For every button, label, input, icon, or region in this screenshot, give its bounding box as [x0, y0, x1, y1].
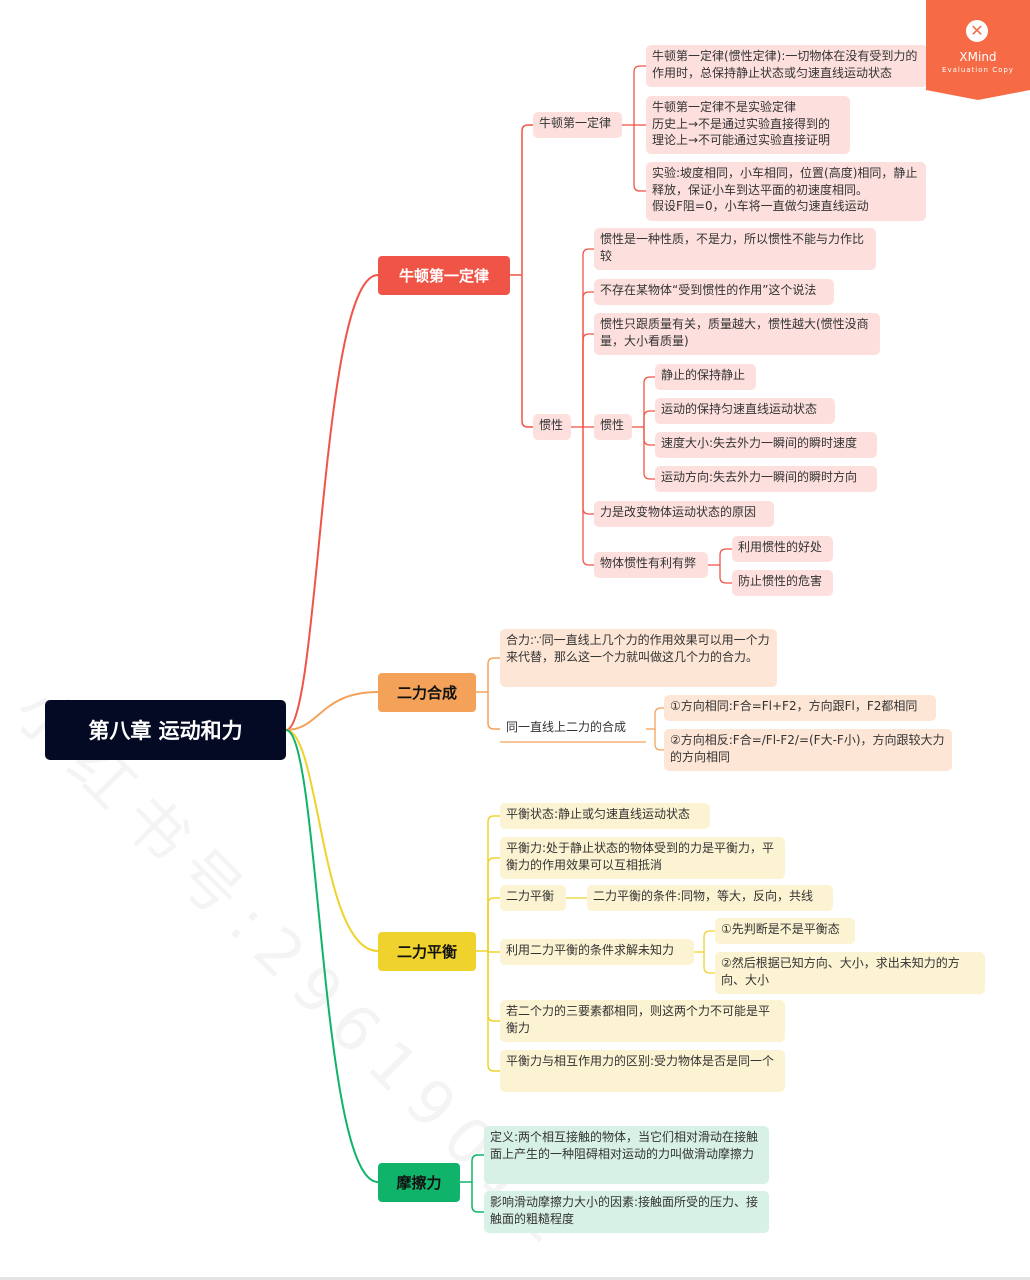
node-inertia[interactable]: 惯性 — [533, 414, 571, 440]
node-judge-balance[interactable]: ①先判断是不是平衡态 — [715, 918, 855, 944]
connector-line — [582, 333, 594, 427]
connector-line — [285, 729, 379, 952]
connector-line — [582, 427, 594, 566]
node-two-force-balance[interactable]: 二力平衡 — [500, 885, 566, 911]
branch-friction[interactable]: 摩擦力 — [378, 1163, 460, 1202]
close-icon[interactable]: ✕ — [966, 20, 988, 42]
connector-line — [487, 857, 500, 951]
connector-line — [643, 410, 655, 427]
connector-line — [633, 65, 646, 125]
connector-line — [643, 427, 655, 480]
connector-line — [654, 729, 664, 751]
connector-line — [487, 815, 500, 951]
node-balance-state[interactable]: 平衡状态:静止或匀速直线运动状态 — [500, 803, 710, 829]
branch-newton[interactable]: 牛顿第一定律 — [378, 256, 510, 295]
bottom-divider — [0, 1277, 1030, 1280]
connector-line — [521, 124, 533, 275]
connector-line — [487, 897, 500, 951]
badge-ribbon — [926, 0, 1030, 100]
node-keep-uniform[interactable]: 运动的保持匀速直线运动状态 — [655, 398, 835, 424]
connector-line — [719, 565, 732, 584]
node-law-not-experimental[interactable]: 牛顿第一定律不是实验定律 历史上→不是通过实验直接得到的 理论上→不可能通过实验… — [646, 96, 850, 154]
node-law-experiment[interactable]: 实验:坡度相同，小车相同，位置(高度)相同，静止释放，保证小车到达平面的初速度相… — [646, 162, 926, 221]
node-pros-cons[interactable]: 物体惯性有利有弊 — [594, 552, 708, 578]
node-same-direction[interactable]: ①方向相同:F合=Fl+F2，方向跟Fl，F2都相同 — [664, 695, 936, 721]
connector-line — [643, 376, 655, 427]
connector-line — [285, 274, 379, 731]
connector-line — [487, 657, 500, 692]
node-speed[interactable]: 速度大小:失去外力一瞬间的瞬时速度 — [655, 432, 877, 458]
badge-tag: Evaluation Copy — [942, 66, 1014, 74]
connector-line — [487, 692, 500, 730]
connector-line — [633, 125, 646, 192]
root-node[interactable]: 第八章 运动和力 — [45, 700, 286, 760]
connector-line — [582, 248, 594, 427]
connector-line — [471, 1182, 484, 1213]
connector-line — [703, 952, 715, 974]
node-same-line[interactable]: 同一直线上二力的合成 — [506, 720, 627, 734]
node-law-definition[interactable]: 牛顿第一定律(惯性定律):一切物体在没有受到力的作用时，总保持静止状态或匀速直线… — [646, 45, 928, 87]
node-inertia-sub[interactable]: 惯性 — [594, 414, 632, 440]
branch-balance[interactable]: 二力平衡 — [378, 932, 476, 971]
xmind-evaluation-badge: ✕ XMind Evaluation Copy — [926, 0, 1030, 114]
branch-composition[interactable]: 二力合成 — [378, 673, 476, 712]
connector-line — [487, 951, 500, 1072]
connector-line — [285, 729, 379, 1183]
node-inertia-mass[interactable]: 惯性只跟质量有关，质量越大，惯性越大(惯性没商量，大小看质量) — [594, 313, 880, 355]
node-find-unknown[interactable]: ②然后根据已知方向、大小，求出未知力的方向、大小 — [715, 952, 985, 994]
connector-line — [582, 427, 594, 515]
connector-line — [285, 691, 379, 731]
node-friction-definition[interactable]: 定义:两个相互接触的物体，当它们相对滑动在接触面上产生的一种阻碍相对运动的力叫做… — [484, 1126, 769, 1184]
connector-line — [582, 291, 594, 427]
node-direction[interactable]: 运动方向:失去外力一瞬间的瞬时方向 — [655, 466, 877, 492]
connector-line — [521, 275, 533, 428]
connector-line — [487, 951, 500, 1022]
node-newton-law[interactable]: 牛顿第一定律 — [533, 112, 622, 138]
node-resultant-definition[interactable]: 合力:∵同一直线上几个力的作用效果可以用一个力来代替，那么这一个力就叫做这几个力… — [500, 629, 777, 687]
connector-line — [654, 707, 664, 729]
node-balance-vs-interaction[interactable]: 平衡力与相互作用力的区别:受力物体是否是同一个 — [500, 1050, 785, 1092]
node-inertia-property[interactable]: 惯性是一种性质，不是力，所以惯性不能与力作比较 — [594, 228, 876, 270]
connector-line — [471, 1154, 484, 1182]
connector-line — [703, 930, 715, 952]
node-friction-factors[interactable]: 影响滑动摩擦力大小的因素:接触面所受的压力、接触面的粗糙程度 — [484, 1191, 769, 1233]
connector-line — [719, 548, 732, 565]
connector-line — [643, 427, 655, 446]
node-solve-unknown[interactable]: 利用二力平衡的条件求解未知力 — [500, 939, 694, 965]
node-three-elements[interactable]: 若二个力的三要素都相同，则这两个力不可能是平衡力 — [500, 1000, 785, 1042]
node-force-reason[interactable]: 力是改变物体运动状态的原因 — [594, 501, 774, 527]
node-balance-condition[interactable]: 二力平衡的条件:同物，等大，反向，共线 — [587, 885, 833, 911]
node-prevent-inertia[interactable]: 防止惯性的危害 — [732, 570, 833, 596]
node-use-inertia[interactable]: 利用惯性的好处 — [732, 536, 833, 562]
badge-brand: XMind — [959, 50, 997, 64]
node-keep-still[interactable]: 静止的保持静止 — [655, 364, 756, 390]
node-opposite-direction[interactable]: ②方向相反:F合=/Fl-F2/=(F大-F小)，方向跟较大力的方向相同 — [664, 729, 952, 771]
node-balanced-force[interactable]: 平衡力:处于静止状态的物体受到的力是平衡力，平衡力的作用效果可以互相抵消 — [500, 837, 785, 879]
node-inertia-no-acting[interactable]: 不存在某物体“受到惯性的作用”这个说法 — [594, 279, 834, 305]
